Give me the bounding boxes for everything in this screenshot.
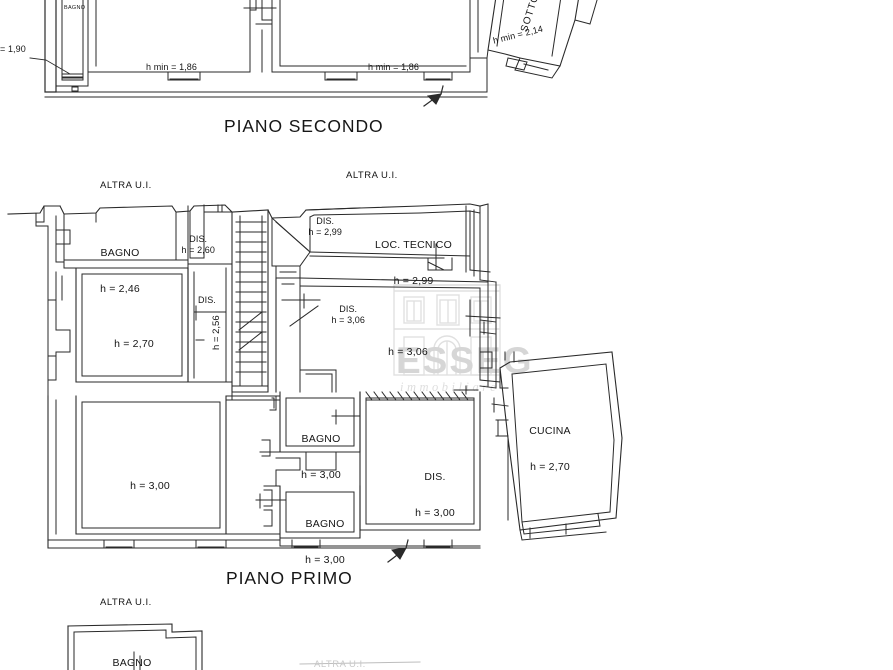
floor-plan-page: ESSEG immobiliare	[0, 0, 623, 670]
floor-plan-linework	[7, 0, 623, 670]
